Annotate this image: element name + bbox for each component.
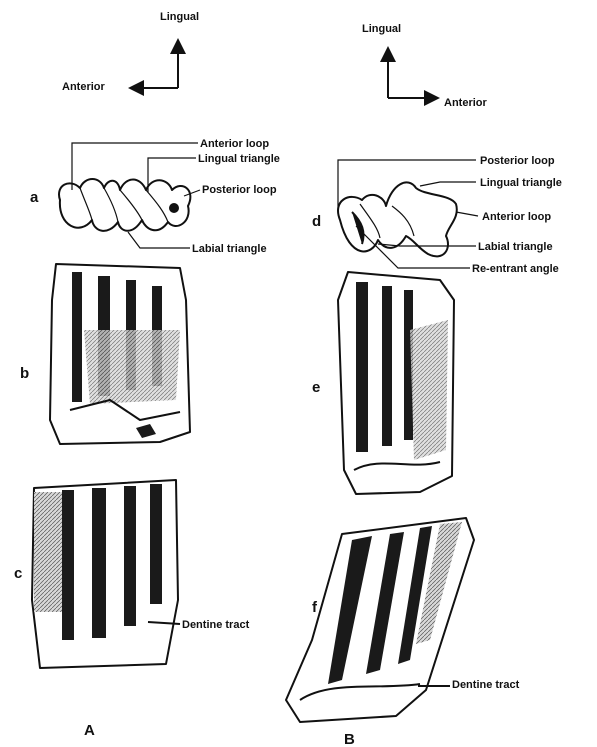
label-posterior-loop-d: Posterior loop: [480, 155, 555, 167]
panel-label-b: b: [20, 365, 29, 382]
label-lingual-triangle-a: Lingual triangle: [198, 153, 280, 165]
anterior-label-b: Anterior: [444, 97, 488, 109]
label-dentine-tract-c: Dentine tract: [182, 619, 250, 631]
label-dentine-tract-f: Dentine tract: [452, 679, 520, 691]
label-labial-triangle-a: Labial triangle: [192, 243, 267, 255]
lingual-label-a: Lingual: [160, 11, 199, 23]
tooth-side-e: [338, 272, 454, 494]
leaders-a: [72, 143, 200, 248]
panel-label-e: e: [312, 379, 320, 396]
tooth-side-b: [50, 264, 190, 444]
panel-label-a: a: [30, 189, 39, 206]
tooth-occlusal-a: [59, 179, 190, 231]
anterior-label-a: Anterior: [62, 81, 106, 93]
label-re-entrant-angle-d: Re-entrant angle: [472, 263, 559, 275]
tooth-side-c: [32, 480, 180, 668]
tooth-side-f: [286, 518, 474, 722]
lingual-label-b: Lingual: [362, 23, 401, 35]
panel-label-d: d: [312, 213, 321, 230]
label-anterior-loop-a: Anterior loop: [200, 138, 269, 150]
label-lingual-triangle-d: Lingual triangle: [480, 177, 562, 189]
label-posterior-loop-a: Posterior loop: [202, 184, 277, 196]
caption-a: A: [84, 722, 95, 739]
orientation-b: Lingual Anterior: [362, 23, 488, 109]
panel-label-f: f: [312, 599, 318, 616]
panel-label-c: c: [14, 565, 22, 582]
label-labial-triangle-d: Labial triangle: [478, 241, 553, 253]
label-anterior-loop-d: Anterior loop: [482, 211, 551, 223]
caption-b: B: [344, 731, 355, 747]
orientation-a: Lingual Anterior: [62, 11, 199, 93]
